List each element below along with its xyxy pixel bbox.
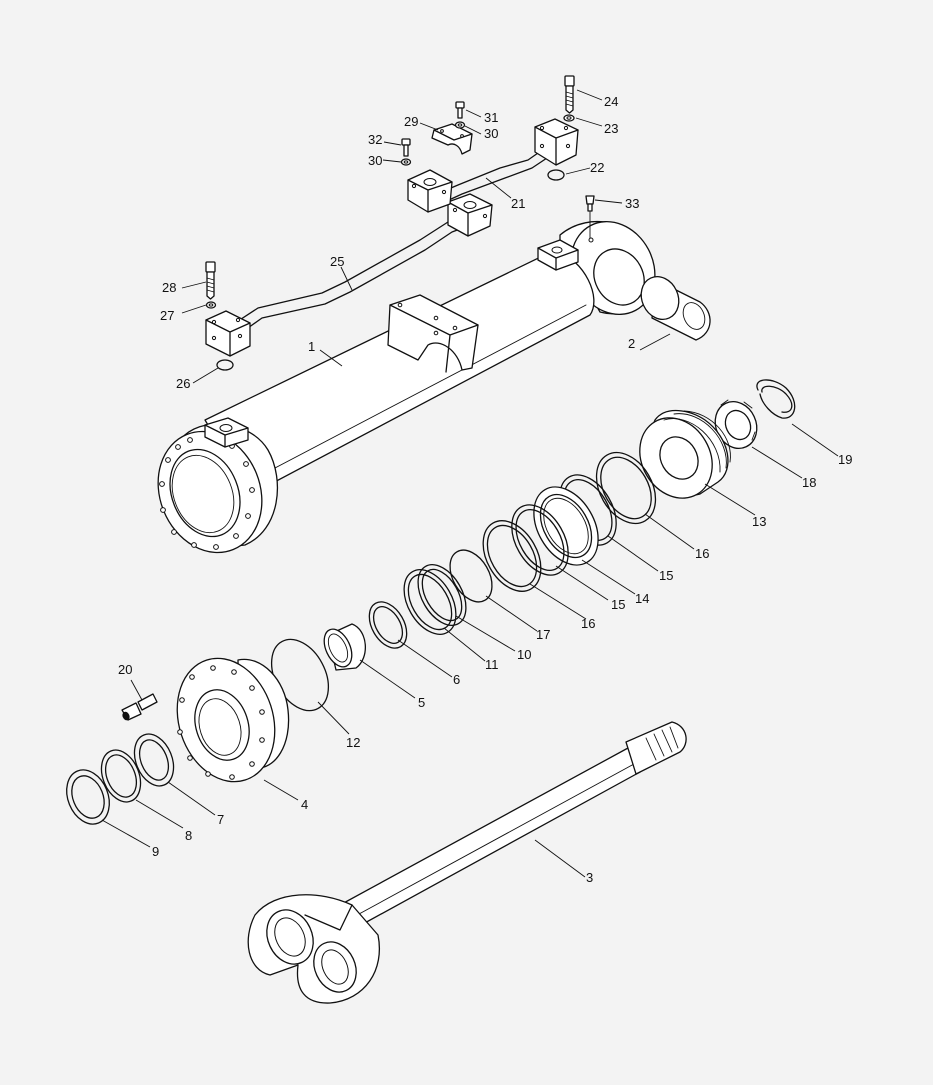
callout-15a: 15: [659, 568, 673, 583]
part-ring-17: [449, 549, 493, 603]
part-ring-16b: [595, 451, 657, 525]
callout-7: 7: [217, 812, 224, 827]
part-oring-26: [216, 359, 234, 371]
callout-33: 33: [625, 196, 639, 211]
callout-30a: 30: [484, 126, 498, 141]
part-bushing-2: [640, 276, 711, 341]
callout-15b: 15: [611, 597, 625, 612]
callout-19: 19: [838, 452, 852, 467]
part-washer-23: [563, 114, 575, 122]
part-piston-rod-3: [247, 721, 687, 1004]
callout-4: 4: [301, 797, 308, 812]
callout-32: 32: [368, 132, 382, 147]
callout-24: 24: [604, 94, 618, 109]
callout-12: 12: [346, 735, 360, 750]
callout-21: 21: [511, 196, 525, 211]
part-bushing-5: [323, 623, 366, 671]
part-seal-14: [533, 486, 599, 566]
part-bolt-32: [401, 138, 411, 157]
gland-bolt-holes: [177, 665, 265, 780]
callout-20: 20: [118, 662, 132, 677]
part-washer-30b: [400, 158, 412, 166]
part-cylinder-tube: [157, 220, 656, 554]
leader-lines: [101, 89, 839, 878]
callout-28: 28: [162, 280, 176, 295]
callout-9: 9: [152, 844, 159, 859]
callout-31: 31: [484, 110, 498, 125]
part-bolt-24: [564, 75, 575, 114]
callout-2: 2: [628, 336, 635, 351]
callout-11: 11: [485, 657, 499, 672]
callout-3: 3: [586, 870, 593, 885]
callout-8: 8: [185, 828, 192, 843]
part-snap-ring-19: [756, 379, 796, 419]
part-piston-13: [639, 409, 731, 499]
callout-26: 26: [176, 376, 190, 391]
part-ring-16a: [482, 520, 542, 592]
part-bolt-28: [205, 261, 216, 300]
part-washer-30a: [454, 121, 466, 129]
part-seal-9: [66, 769, 110, 825]
callout-6: 6: [453, 672, 460, 687]
part-oring-22: [547, 169, 565, 181]
callout-14: 14: [635, 591, 649, 606]
part-grease-nipple-33: [585, 195, 595, 239]
callout-5: 5: [418, 695, 425, 710]
part-seal-7: [133, 733, 175, 787]
part-washer-27: [205, 301, 217, 309]
part-bolt-20: [121, 693, 158, 721]
part-bolt-31: [455, 101, 465, 119]
callout-13: 13: [752, 514, 766, 529]
part-ring-6: [368, 601, 408, 649]
part-ring-15b: [511, 504, 569, 576]
callout-30b: 30: [368, 153, 382, 168]
part-pipe-21: [407, 118, 579, 213]
part-ring-11: [403, 569, 457, 635]
callout-23: 23: [604, 121, 618, 136]
part-clamp-29: [431, 123, 473, 155]
callout-22: 22: [590, 160, 604, 175]
callout-16b: 16: [581, 616, 595, 631]
callout-25: 25: [330, 254, 344, 269]
callout-17: 17: [536, 627, 550, 642]
callout-labels: 1 2 3 4 5 6 7 8 9 10 11 12 13 14 15 15 1…: [118, 94, 852, 885]
part-gland-4: [176, 657, 290, 783]
part-pipe-25: [205, 193, 493, 357]
callout-18: 18: [802, 475, 816, 490]
callout-1: 1: [308, 339, 315, 354]
callout-27: 27: [160, 308, 174, 323]
callout-29: 29: [404, 114, 418, 129]
callout-16a: 16: [695, 546, 709, 561]
part-seal-8: [100, 749, 142, 803]
callout-10: 10: [517, 647, 531, 662]
